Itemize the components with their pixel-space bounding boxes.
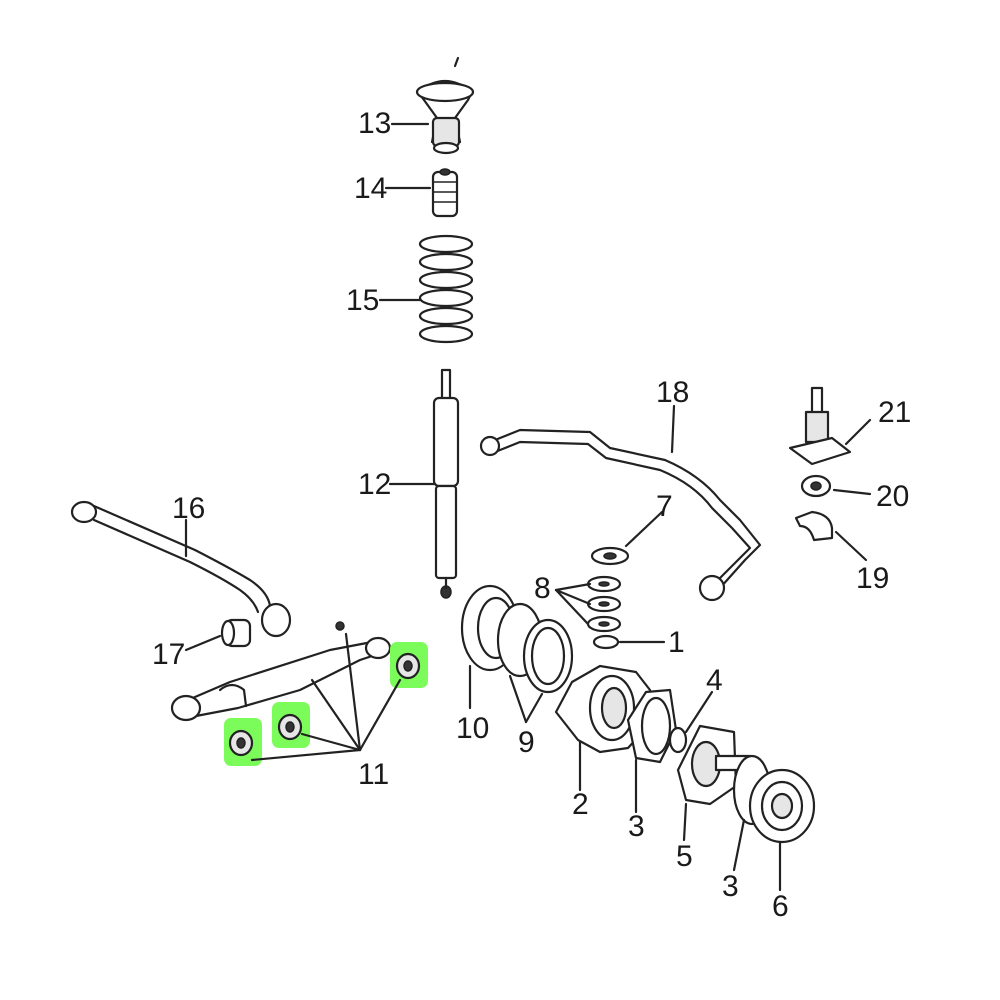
label-6: 6 (772, 890, 789, 923)
part-labels: 13 14 15 12 18 21 20 19 16 17 7 8 1 10 9… (152, 107, 911, 923)
label-10: 10 (456, 712, 489, 745)
part-4-seal (668, 726, 688, 754)
label-16: 16 (172, 492, 205, 525)
part-15-coil-spring (418, 234, 474, 344)
label-17: 17 (152, 638, 185, 671)
part-7-cap (590, 546, 630, 566)
label-4: 4 (706, 664, 723, 697)
part-19-clamp (794, 510, 834, 542)
label-15: 15 (346, 284, 379, 317)
label-8: 8 (534, 572, 551, 605)
part-13-strut-mount (415, 56, 475, 155)
label-9: 9 (518, 726, 535, 759)
part-14-bump-stop (431, 168, 459, 218)
part-18-stabilizer-bar (479, 428, 762, 602)
part-1-bearing (592, 634, 620, 650)
label-20: 20 (876, 480, 909, 513)
label-18: 18 (656, 376, 689, 409)
label-2: 2 (572, 788, 589, 821)
label-11: 11 (358, 758, 389, 791)
leader-lines (184, 122, 872, 892)
part-3-flange-inner (626, 688, 678, 764)
part-8-shims (586, 575, 622, 633)
highlight-bushing-3 (390, 642, 428, 688)
highlight-bushing-2 (272, 702, 310, 748)
part-17-bushing (220, 618, 252, 648)
label-14: 14 (354, 172, 387, 205)
highlight-bushing-1 (224, 718, 262, 766)
label-3-right: 3 (722, 870, 739, 903)
lower-control-arm (170, 621, 392, 722)
part-6-drum (748, 768, 816, 844)
label-12: 12 (358, 468, 391, 501)
part-12-shock-absorber (432, 368, 460, 599)
part-21-link (788, 386, 852, 466)
label-7: 7 (656, 490, 673, 523)
part-9-seals (496, 602, 574, 694)
part-16-strut-rod (70, 500, 292, 638)
label-13: 13 (358, 107, 391, 140)
label-19: 19 (856, 562, 889, 595)
label-21: 21 (878, 396, 911, 429)
label-1: 1 (668, 626, 685, 659)
part-20-bushing (800, 474, 832, 498)
label-3-left: 3 (628, 810, 645, 843)
part-2-knuckle (554, 664, 652, 754)
label-5: 5 (676, 840, 693, 873)
